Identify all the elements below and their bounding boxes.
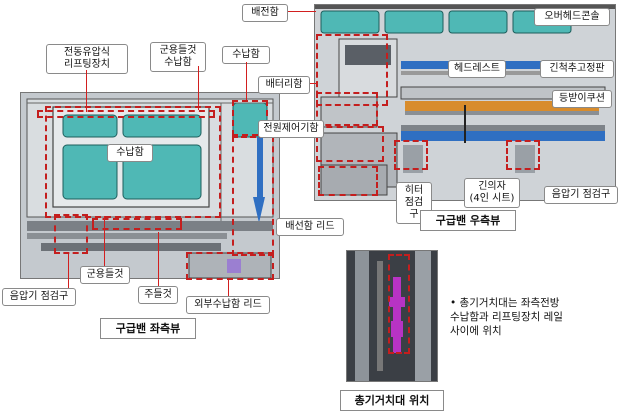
label-power-control-box: 전원제어기함 — [258, 120, 324, 138]
leader-storage-top — [246, 62, 247, 100]
region-distribution-box — [316, 34, 388, 106]
label-long-seat: 긴의자 (4인 시트) — [464, 178, 520, 208]
leader-stretcher-rail — [158, 232, 159, 286]
label-distribution-box: 배전함 — [242, 4, 288, 22]
caption-gun-rack: 총기거치대 위치 — [340, 390, 444, 411]
region-gun-rack — [388, 254, 410, 354]
gun-rack-illustration — [347, 251, 437, 381]
region-grab-bar — [232, 136, 274, 256]
region-top-right-storage — [232, 100, 268, 136]
gun-rack-photo — [346, 250, 438, 382]
leader-sound-check-left — [68, 254, 69, 288]
label-storage-main: 수납함 — [107, 144, 153, 162]
label-headrest: 헤드레스트 — [448, 60, 506, 78]
leader-mil-stretcher-storage — [198, 66, 199, 110]
leader-distribution-box — [288, 11, 316, 12]
label-overhead-console: 오버헤드콘솔 — [534, 8, 610, 26]
caption-right-view: 구급밴 우측뷰 — [420, 210, 516, 231]
leader-ext-storage-lid — [228, 280, 229, 296]
label-distribution-lid: 배선함 리드 — [276, 218, 344, 236]
label-sound-check-port-right: 음압기 점검구 — [544, 186, 618, 204]
region-battery-box — [316, 92, 378, 126]
label-mil-stretcher-storage: 군용들것 수납함 — [150, 42, 206, 72]
region-left-bottom-port — [54, 214, 88, 254]
caption-left-view: 구급밴 좌측뷰 — [100, 318, 196, 339]
gun-rack-note: • 총기거치대는 좌측전방 수납함과 리프팅장치 레일 사이에 위치 — [450, 297, 563, 337]
region-mil-stretcher — [92, 218, 182, 230]
region-power-control — [316, 126, 384, 162]
region-sound-port-right — [506, 140, 540, 170]
label-back-cushion: 등받이쿠션 — [552, 90, 612, 108]
label-ext-storage-lid: 외부수납함 리드 — [186, 296, 270, 314]
leader-battery-box — [310, 83, 318, 84]
label-electric-lift: 전동유압식 리프팅장치 — [46, 44, 128, 74]
region-lift-rail — [37, 110, 215, 118]
label-battery-box: 배터리함 — [258, 76, 310, 94]
label-mil-stretcher: 군용들것 — [80, 266, 130, 284]
label-sound-check-port-left: 음압기 점검구 — [2, 288, 76, 306]
leader-electric-lift — [86, 70, 87, 112]
region-ext-lid — [186, 252, 274, 280]
region-heater-port — [394, 140, 428, 170]
leader-mil-stretcher — [104, 216, 105, 266]
label-stretcher-rail: 주들것 — [138, 286, 178, 304]
label-emergency-info-board: 긴척추고정판 — [540, 60, 614, 78]
region-distribution-lid — [318, 166, 378, 196]
region-left-storage — [45, 106, 221, 218]
